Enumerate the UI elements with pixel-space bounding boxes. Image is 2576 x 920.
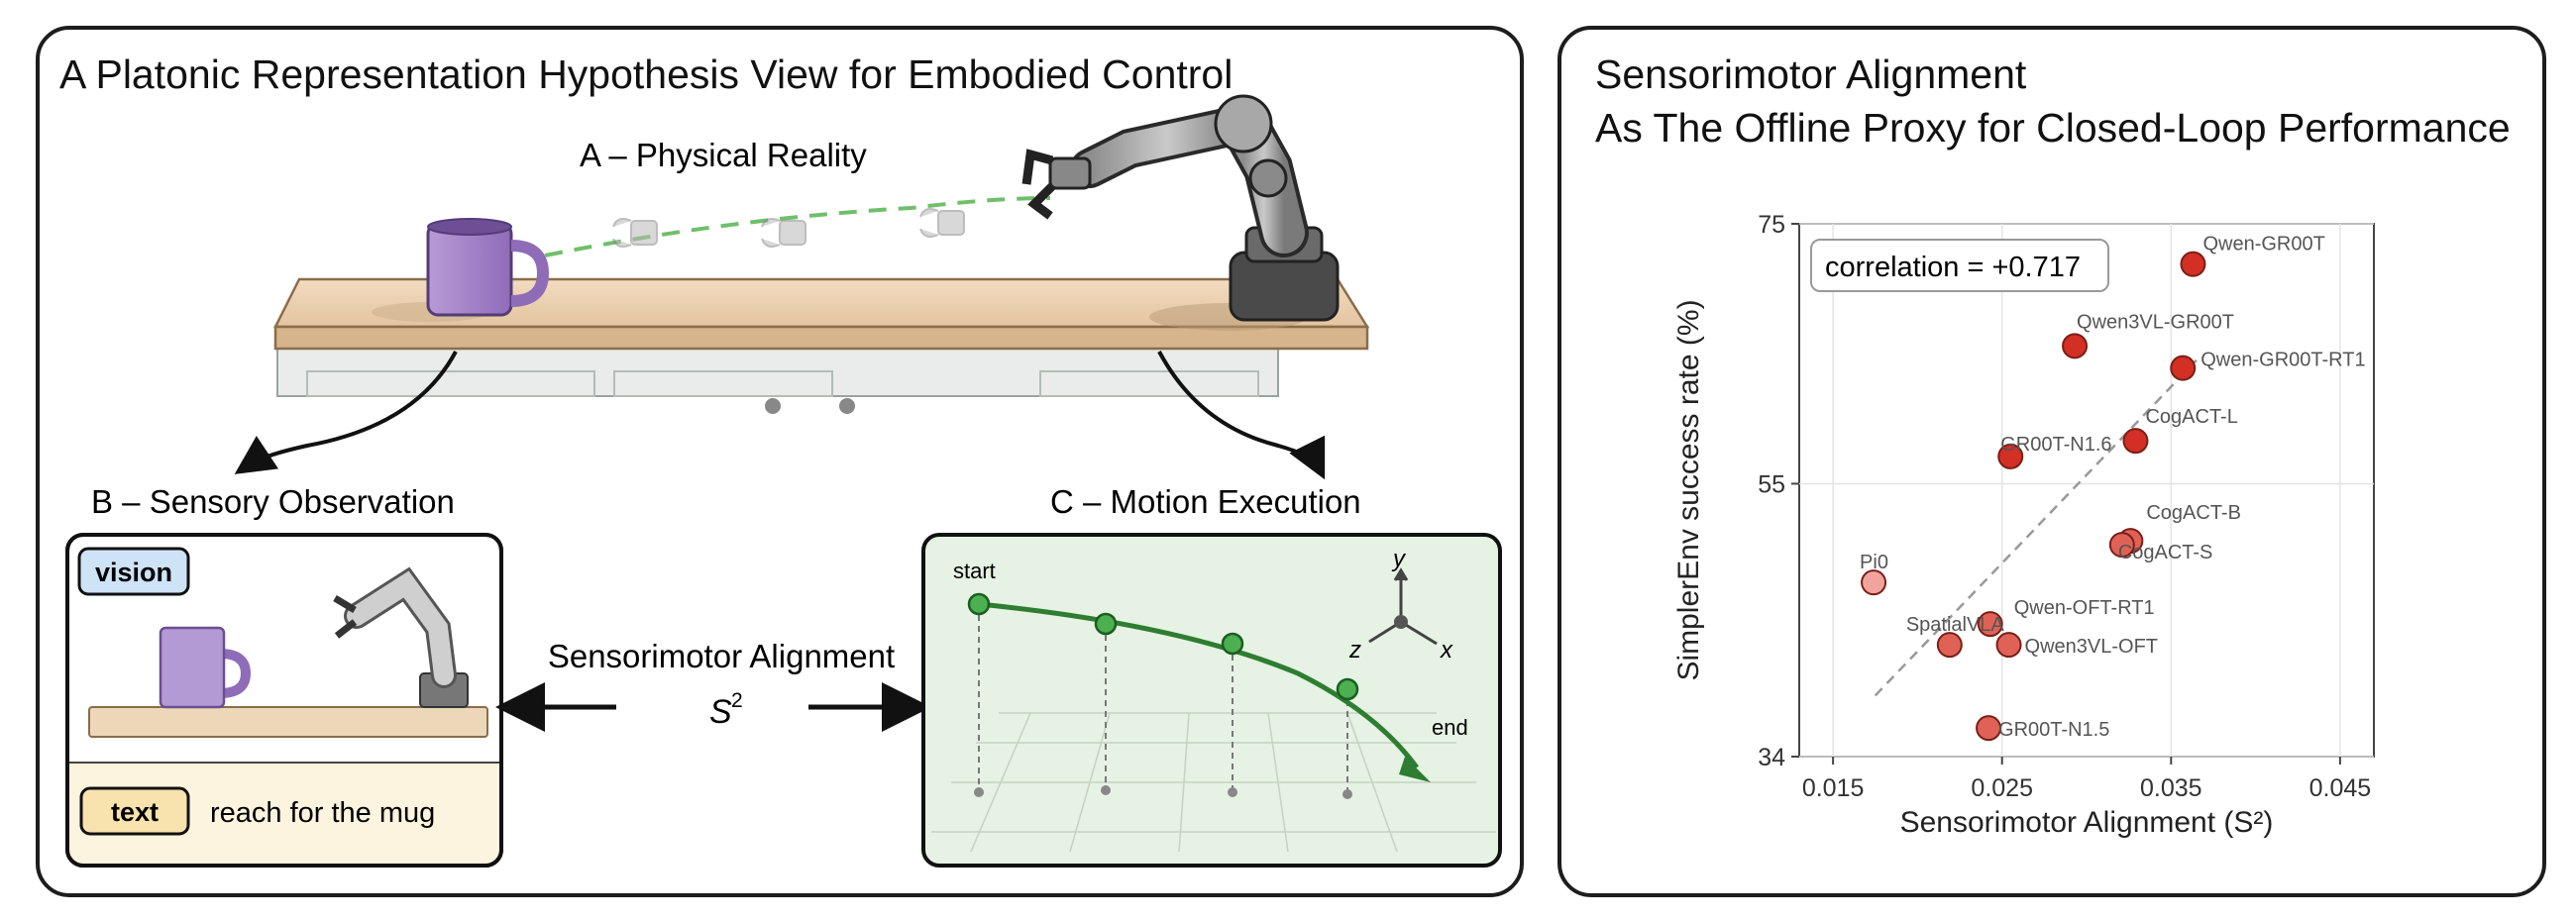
mug-handle [510, 240, 550, 307]
alignment-label: Sensorimotor Alignment [548, 638, 895, 674]
arrow-to-observation [234, 351, 458, 474]
data-point [1977, 611, 2003, 638]
point-label: Qwen-GR00T [2202, 234, 2324, 256]
point-label: Qwen3VL-GR00T [2077, 311, 2234, 333]
alignment-symbol: S 2 [709, 689, 743, 731]
svg-text:2: 2 [731, 689, 743, 712]
right-title-line2: As The Offline Proxy for Closed-Loop Per… [1595, 105, 2511, 151]
x-tick-label: 0.025 [1971, 774, 2033, 802]
data-point [2170, 355, 2197, 381]
trajectory-drops [978, 604, 1348, 792]
svg-text:vision: vision [95, 558, 172, 587]
x-tick-label: 0.045 [2309, 774, 2372, 802]
trajectory-end-arrowhead [1399, 757, 1431, 782]
x-tick-label: 0.015 [1802, 774, 1865, 802]
data-points: Qwen-GR00T Qwen3VL-GR00T Qwen-GR00T-RT1Cog… [1860, 234, 2366, 742]
trajectory-end-label: end [1432, 715, 1468, 740]
motion-trajectory [978, 601, 1420, 769]
correlation-box: correlation = +0.717 [1810, 239, 2109, 292]
data-point [2108, 532, 2135, 559]
physical-reality-label: A – Physical Reality [580, 137, 867, 173]
axis-y-label: y [1391, 546, 1407, 572]
ghost-gripper-icon [612, 208, 965, 248]
point-label: CogACT-L [2145, 406, 2237, 428]
point-label: CogACT-S [2118, 542, 2213, 563]
point-label: Qwen-OFT-RT1 [2014, 597, 2155, 619]
data-point [1995, 632, 2022, 659]
svg-text:text: text [111, 797, 159, 827]
x-tick-label: 0.035 [2140, 774, 2202, 802]
mini-robot-arm-icon [333, 566, 469, 708]
text-tag: text [79, 786, 190, 836]
data-point [1861, 569, 1887, 596]
table [272, 277, 1370, 414]
y-tick-label: 75 [1758, 211, 1785, 239]
mini-mug-icon [159, 626, 252, 709]
svg-text:S: S [709, 693, 732, 731]
point-label: CogACT-B [2146, 502, 2241, 524]
right-title-line1: Sensorimotor Alignment [1595, 51, 2027, 97]
trajectory-feet [974, 785, 1352, 799]
arrow-to-execution [1157, 351, 1326, 480]
data-point [1976, 715, 2002, 742]
point-label: GR00T-N1.5 [1998, 719, 2109, 741]
data-point [2122, 428, 2149, 455]
axis-z-label: z [1348, 637, 1361, 664]
y-tick-label: 55 [1758, 470, 1785, 498]
trajectory-start-label: start [953, 559, 996, 583]
robot-arm-icon [1021, 94, 1340, 331]
data-point [2062, 333, 2089, 359]
point-label: Qwen3VL-OFT [2025, 636, 2158, 658]
left-panel-title: A Platonic Representation Hypothesis Vie… [59, 51, 1234, 97]
axis-x-label: x [1440, 637, 1453, 664]
data-point [2180, 251, 2206, 277]
right-panel: Sensorimotor Alignment As The Offline Pr… [1557, 26, 2546, 897]
y-tick-label: 34 [1758, 744, 1785, 771]
point-label: Qwen-GR00T-RT1 [2200, 350, 2365, 371]
point-label: SpatialVLA [1906, 614, 2005, 636]
waypoint-markers [967, 592, 1359, 701]
instruction-text: reach for the mug [210, 797, 435, 829]
x-ticks: 0.015 0.025 0.035 0.045 [1802, 757, 2371, 802]
execution-box [921, 533, 1502, 868]
mini-table [88, 706, 488, 738]
y-axis-label: SimplerEnv success rate (%) [1672, 299, 1705, 680]
plot-area [1798, 223, 2375, 758]
data-point [1997, 443, 2024, 469]
x-axis-label: Sensorimotor Alignment (S²) [1900, 806, 2274, 839]
sensory-observation-label: B – Sensory Observation [91, 483, 455, 520]
mug-icon [372, 218, 513, 322]
grid [1799, 223, 2374, 758]
point-label: Pi0 [1860, 552, 1888, 573]
axes-gizmo-icon [1368, 567, 1438, 646]
embodied-illustration: A – Physical Reality [65, 94, 1502, 868]
point-label: GR00T-N1.6 [2000, 434, 2111, 456]
y-ticks: 34 55 75 [1758, 211, 1799, 771]
vision-tag: vision [77, 547, 190, 596]
left-panel: A Platonic Representation Hypothesis Vie… [36, 26, 1524, 897]
data-point [1936, 632, 1963, 659]
motion-execution-label: C – Motion Execution [1050, 483, 1361, 520]
correlation-label: correlation = +0.717 [1825, 252, 2081, 283]
